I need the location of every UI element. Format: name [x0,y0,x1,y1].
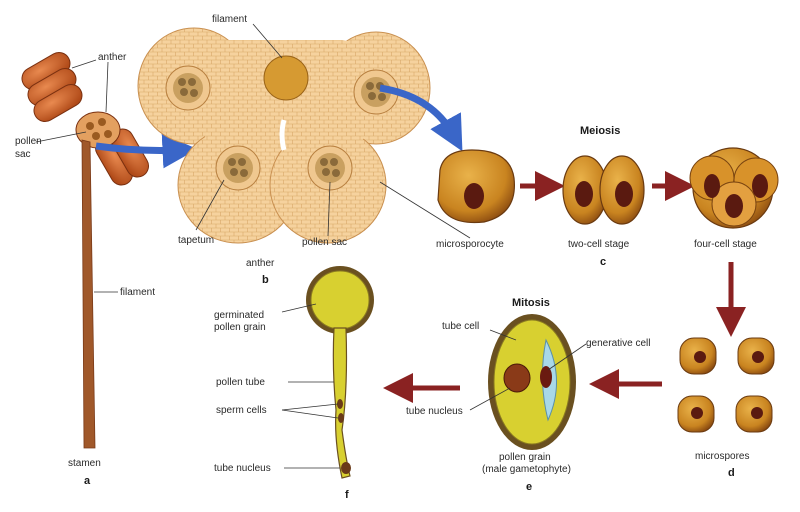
label-microspores: microspores [695,451,749,462]
tube-nucleus-e [503,363,531,393]
label-anther-b: anther [246,258,275,269]
label-pollen-sac-a-1: pollen [15,136,42,147]
label-two-cell-stage: two-cell stage [568,239,630,250]
microspore-3 [677,395,715,433]
label-filament-a: filament [120,287,155,298]
pollen-sac-lower-left [215,145,261,191]
label-germinated-2: pollen grain [214,322,266,333]
blue-arrow-a-to-b [95,133,198,169]
panel-b-anther-section: filament tapetum pollen sac anther b [137,14,431,286]
filament-vascular-center [263,55,309,101]
microspore-1 [679,337,717,375]
label-filament-b: filament [212,14,247,25]
label-pollen-sac-b: pollen sac [302,237,347,248]
label-tube-cell: tube cell [442,321,479,332]
germinated-pollen-grain [306,266,374,479]
label-four-cell-stage: four-cell stage [694,239,757,250]
anther-lobes-top [21,52,83,122]
label-anther-a: anther [98,52,127,63]
label-stamen: stamen [68,458,101,469]
anther-central-cleft [279,119,287,151]
label-tapetum: tapetum [178,235,214,246]
sperm-cell-1 [337,399,343,409]
blue-arrow-b-to-microsporocyte [379,84,463,152]
title-mitosis: Mitosis [512,297,550,309]
two-cell-stage [562,155,645,225]
microsporocyte [437,149,516,224]
letter-b: b [262,274,269,286]
generative-nucleus [540,366,552,388]
pollen-sac-upper-right [353,69,399,115]
label-germinated-1: germinated [214,310,264,321]
letter-f: f [345,489,349,501]
letter-d: d [728,467,735,479]
letter-a: a [84,475,91,487]
label-generative-cell: generative cell [586,338,650,349]
pollen-sac-upper-left [165,65,211,111]
title-meiosis: Meiosis [580,125,620,137]
pollen-sac-lower-right [307,145,353,191]
letter-c: c [600,256,606,268]
label-pollen-tube: pollen tube [216,377,265,388]
label-pollen-sac-a-2: sac [15,149,31,160]
tube-nucleus-f [341,462,351,474]
letter-e: e [526,481,532,493]
microspores [677,337,775,433]
stamen-filament [81,139,96,449]
label-tube-nucleus-e: tube nucleus [406,406,463,417]
label-pollen-grain-1: pollen grain [499,452,551,463]
label-tube-nucleus-f: tube nucleus [214,463,271,474]
microspore-2 [737,337,775,375]
label-pollen-grain-2: (male gametophyte) [482,464,571,475]
label-sperm-cells: sperm cells [216,405,267,416]
pollen-grain [488,314,576,450]
microspore-4 [735,395,773,433]
sperm-cell-2 [338,413,344,423]
label-microsporocyte: microsporocyte [436,239,504,250]
four-cell-stage [689,147,779,229]
panel-a-stamen: anther pollen sac filament stamen a [15,52,155,487]
